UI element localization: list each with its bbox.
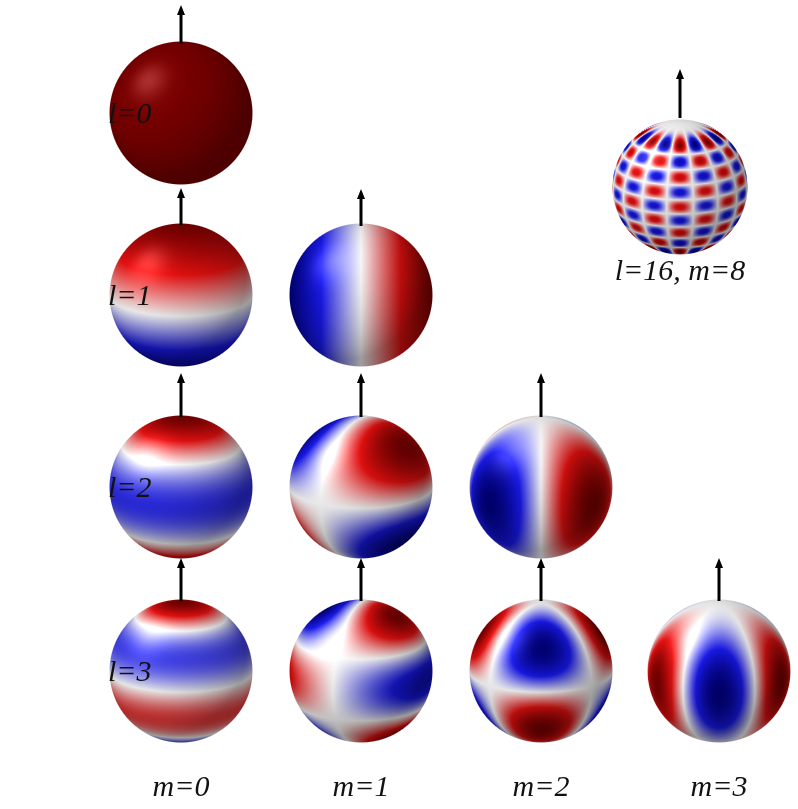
row-label: l=0: [108, 98, 152, 128]
column-label: m=0: [153, 771, 210, 801]
axis-arrow: [180, 567, 183, 601]
column-label: m=2: [513, 771, 570, 801]
harmonic-sphere: [646, 598, 792, 744]
axis-arrow: [180, 14, 183, 44]
axis-arrow: [360, 382, 363, 417]
axis-arrow: [360, 567, 363, 601]
inset-label: l=16, m=8: [615, 255, 746, 285]
harmonic-sphere: [288, 414, 434, 560]
axis-arrow: [540, 567, 543, 601]
axis-arrow: [180, 197, 183, 225]
axis-arrow: [180, 382, 183, 417]
harmonic-sphere: [611, 118, 749, 256]
row-label: l=3: [108, 656, 152, 686]
axis-arrow: [540, 382, 543, 417]
harmonic-sphere: [468, 414, 614, 560]
harmonic-sphere: [468, 598, 614, 744]
axis-arrow: [360, 198, 363, 226]
axis-arrow: [718, 567, 721, 601]
column-label: m=3: [691, 771, 748, 801]
axis-arrow: [679, 78, 682, 118]
row-label: l=1: [108, 280, 152, 310]
harmonic-sphere: [288, 222, 434, 368]
harmonic-sphere: [288, 598, 434, 744]
row-label: l=2: [108, 472, 152, 502]
column-label: m=1: [333, 771, 390, 801]
